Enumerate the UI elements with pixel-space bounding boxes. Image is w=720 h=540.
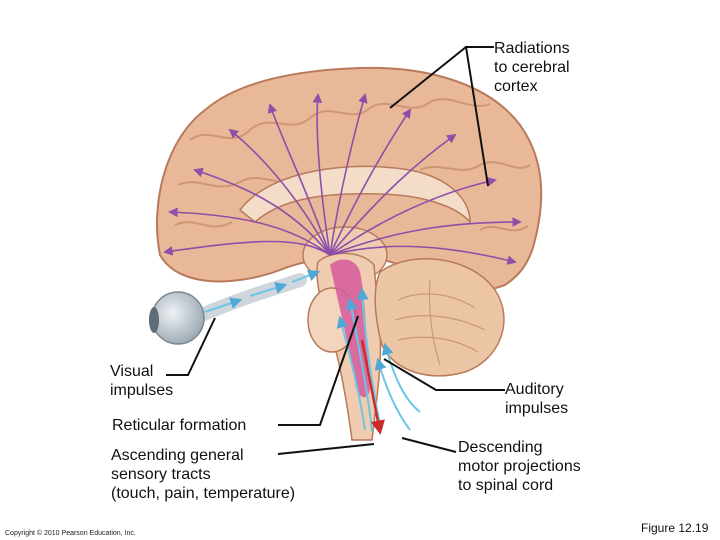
label-reticular-formation: Reticular formation (112, 417, 247, 434)
label-auditory-impulses: Auditory impulses (505, 381, 569, 417)
label-visual-impulses: Visual impulses (110, 363, 174, 399)
figure-number: Figure 12.19 (641, 521, 709, 535)
copyright-notice: Copyright © 2010 Pearson Education, Inc. (5, 530, 136, 537)
descending-arrow (360, 339, 385, 435)
ascending-arrows (336, 287, 381, 433)
label-radiations-to-cortex: Radiations to cerebral cortex (494, 40, 570, 95)
visual-arrows (204, 269, 321, 313)
cerebellum (374, 258, 505, 377)
radiation-arrows (163, 93, 522, 265)
label-descending-motor-projections: Descending motor projections to spinal c… (458, 439, 581, 494)
corpus-callosum (238, 165, 471, 224)
label-ascending-sensory-tracts: Ascending general sensory tracts (touch,… (111, 447, 296, 502)
eye (151, 291, 205, 345)
eye-lens (149, 307, 159, 333)
leader-lines (166, 46, 505, 455)
auditory-arrows (374, 342, 421, 431)
